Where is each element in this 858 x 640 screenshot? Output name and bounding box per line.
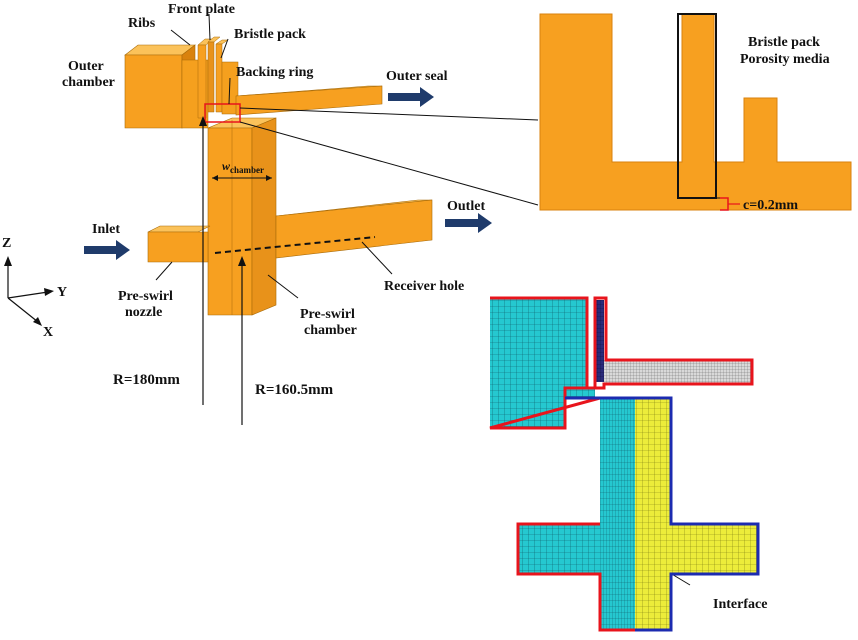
label-detail-porosity-media: Porosity media <box>740 52 830 67</box>
label-outer-chamber-2: chamber <box>62 75 115 90</box>
outer-seal-arrow-icon <box>388 87 434 107</box>
label-backing-ring: Backing ring <box>236 65 313 80</box>
label-clearance: c=0.2mm <box>743 198 798 213</box>
pre-swirl-nozzle-block <box>147 225 211 263</box>
boundary-red-lower <box>516 522 635 632</box>
bristle-pack-detail <box>539 13 852 211</box>
detail-highlight-box <box>204 103 241 123</box>
label-detail-bristle-pack: Bristle pack <box>748 35 820 50</box>
outlet-arm <box>275 199 433 259</box>
coordinate-axes <box>4 256 54 326</box>
pre-swirl-column <box>207 117 277 316</box>
inlet-arrow-icon <box>84 240 130 260</box>
mesh-seal-channel <box>604 360 752 384</box>
label-front-plate: Front plate <box>168 2 235 17</box>
label-pre-swirl-chamber-1: Pre-swirl <box>300 307 355 322</box>
seal-slabs <box>197 36 239 119</box>
outer-seal-arm <box>235 85 383 116</box>
label-ribs: Ribs <box>128 16 156 31</box>
mesh-outlet-yellow <box>671 524 758 574</box>
w-chamber-label: w <box>222 159 231 173</box>
mesh-nozzle-cyan <box>518 524 600 574</box>
label-pre-swirl-chamber-2: chamber <box>304 323 357 338</box>
label-r160: R=160.5mm <box>255 382 334 398</box>
label-interface: Interface <box>713 597 767 612</box>
outlet-arrow-icon <box>445 213 492 233</box>
label-receiver-hole: Receiver hole <box>384 279 464 294</box>
label-pre-swirl-nozzle-2: nozzle <box>125 305 162 320</box>
svg-text:wchamber: wchamber <box>222 159 264 175</box>
zoom-leader-bottom <box>239 121 539 206</box>
label-outer-chamber-1: Outer <box>68 59 104 74</box>
label-inlet: Inlet <box>92 222 120 237</box>
outer-chamber-block <box>124 44 209 129</box>
w-chamber-dimension: wchamber <box>212 159 272 181</box>
detail-orange-region <box>539 13 852 211</box>
label-r180: R=180mm <box>113 372 180 388</box>
mesh-upper-cyan <box>490 298 595 428</box>
w-chamber-subscript: chamber <box>230 165 264 175</box>
mesh-column-cyan <box>600 398 635 630</box>
label-outer-seal: Outer seal <box>386 69 448 84</box>
geometry-3d <box>124 36 539 316</box>
mesh-bristle-slot <box>596 300 604 382</box>
boundary-blue <box>565 396 760 632</box>
label-outlet: Outlet <box>447 199 485 214</box>
axis-y-label: Y <box>57 285 67 300</box>
mesh-column-yellow <box>635 398 671 630</box>
cfd-mesh <box>489 296 760 632</box>
receiver-hole-line <box>214 236 376 254</box>
label-pre-swirl-nozzle-1: Pre-swirl <box>118 289 173 304</box>
axis-z-label: Z <box>2 236 11 251</box>
zoom-leader-top <box>239 107 539 121</box>
text-labels: Ribs Front plate Bristle pack Outer cham… <box>2 2 830 612</box>
flow-arrows <box>84 87 492 260</box>
radius-lines <box>199 116 246 425</box>
label-bristle-pack: Bristle pack <box>234 27 306 42</box>
axis-x-label: X <box>43 325 53 340</box>
